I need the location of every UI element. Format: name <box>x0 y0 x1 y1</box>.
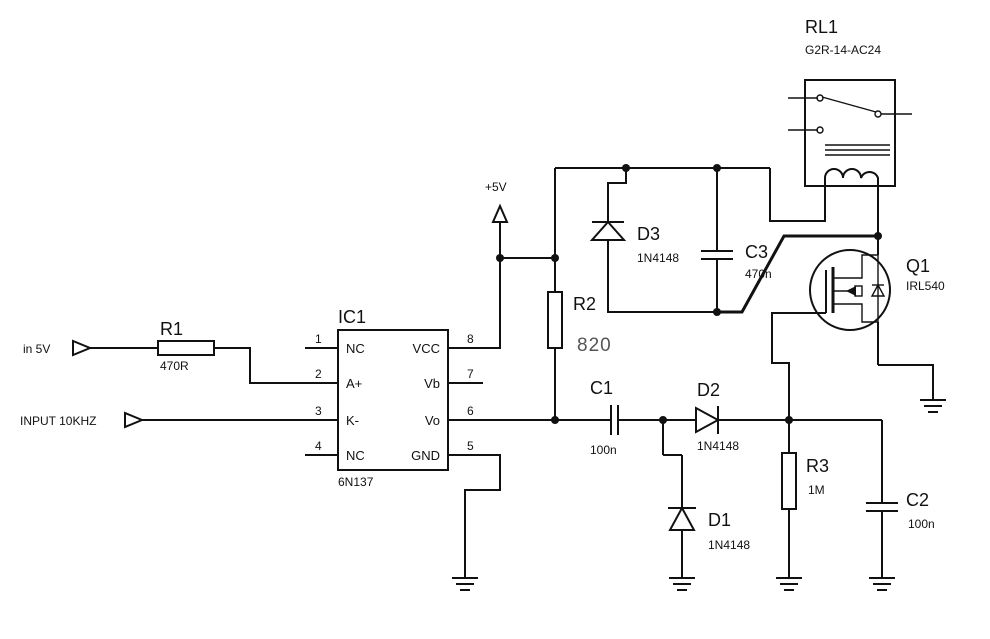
diode-d3: D3 1N4148 <box>589 168 718 313</box>
ic1-pin3-num: 3 <box>315 404 322 418</box>
junction-dot <box>874 232 882 240</box>
r1-value: 470R <box>160 359 189 373</box>
d1-ref: D1 <box>708 510 731 530</box>
d3-value: 1N4148 <box>637 251 679 265</box>
diode-d1: D1 1N4148 <box>662 420 750 578</box>
junction-dot <box>496 254 504 262</box>
port-in-5v: in 5V <box>23 339 93 357</box>
d2-ref: D2 <box>697 380 720 400</box>
junction-dot <box>551 254 559 262</box>
ic1-ref: IC1 <box>338 307 366 327</box>
r1-ref: R1 <box>160 319 183 339</box>
r2-value: 820 <box>577 335 612 356</box>
vcc-label: +5V <box>485 180 507 194</box>
d2-value: 1N4148 <box>697 439 739 453</box>
ground-symbol-d1 <box>669 577 695 591</box>
d1-value: 1N4148 <box>708 538 750 552</box>
ic1-6n137: IC1 6N137 1 2 3 4 8 7 6 5 NC A+ K- NC VC… <box>305 307 483 489</box>
resistor-r1: R1 470R <box>90 319 305 384</box>
c3-value: 470n <box>745 267 772 281</box>
ic1-pin7-num: 7 <box>467 367 474 381</box>
ic1-pin5-name: GND <box>411 448 440 463</box>
wire-gate <box>771 312 810 420</box>
port-in-5v-label: in 5V <box>23 342 50 356</box>
wire-vcc <box>483 257 555 349</box>
c1-value: 100n <box>590 443 617 457</box>
ic1-pin8-name: VCC <box>413 341 440 356</box>
ic1-pin5-num: 5 <box>467 439 474 453</box>
ic1-pin4-name: NC <box>346 448 365 463</box>
c3-ref: C3 <box>745 242 768 262</box>
port-input-10khz: INPUT 10KHZ <box>20 411 145 429</box>
wire-drain <box>718 234 878 314</box>
ic1-pin2-name: A+ <box>346 376 362 391</box>
capacitor-c1: C1 100n <box>590 378 696 457</box>
q1-value: IRL540 <box>906 279 945 293</box>
wire-coil-feed <box>769 168 826 222</box>
junction-dot <box>551 416 559 424</box>
ic1-pin1-num: 1 <box>315 332 322 346</box>
d3-ref: D3 <box>637 224 660 244</box>
c1-ref: C1 <box>590 378 613 398</box>
diode-d2: D2 1N4148 <box>695 380 882 453</box>
c2-value: 100n <box>908 517 935 531</box>
ic1-part: 6N137 <box>338 475 374 489</box>
ic1-pin6-num: 6 <box>467 404 474 418</box>
ground-symbol-ic1 <box>452 577 478 591</box>
junction-dots <box>496 164 882 424</box>
junction-dot <box>622 164 630 172</box>
q1-ref: Q1 <box>906 256 930 276</box>
r3-value: 1M <box>808 483 825 497</box>
ic1-pin3-name: K- <box>346 413 359 428</box>
ic1-pin4-num: 4 <box>315 439 322 453</box>
resistor-r3: R3 1M <box>781 420 829 578</box>
ground-symbol-q1 <box>920 399 946 413</box>
ground-symbol-r3 <box>776 577 802 591</box>
wire-gnd-ic1 <box>464 454 501 578</box>
rl1-value: G2R-14-AC24 <box>805 43 881 57</box>
ground-symbol-c2 <box>869 577 895 591</box>
ic1-pin6-name: Vo <box>425 413 440 428</box>
relay-rl1: RL1 G2R-14-AC24 <box>788 17 912 187</box>
junction-dot <box>785 416 793 424</box>
r3-ref: R3 <box>806 456 829 476</box>
resistor-r2: R2 820 <box>547 168 612 420</box>
ic1-pin1-name: NC <box>346 341 365 356</box>
rl1-ref: RL1 <box>805 17 838 37</box>
ic1-pin7-name: Vb <box>424 376 440 391</box>
r2-ref: R2 <box>573 294 596 314</box>
c2-ref: C2 <box>906 490 929 510</box>
junction-dot <box>659 416 667 424</box>
ic1-pin2-num: 2 <box>315 367 322 381</box>
junction-dot <box>713 308 721 316</box>
capacitor-c3: C3 470n <box>701 168 772 312</box>
junction-dot <box>713 164 721 172</box>
mosfet-q1: Q1 IRL540 <box>809 249 945 400</box>
ic1-pin8-num: 8 <box>467 332 474 346</box>
capacitor-c2: C2 100n <box>866 420 935 578</box>
vcc-port: +5V <box>485 180 509 258</box>
port-input-label: INPUT 10KHZ <box>20 414 96 428</box>
